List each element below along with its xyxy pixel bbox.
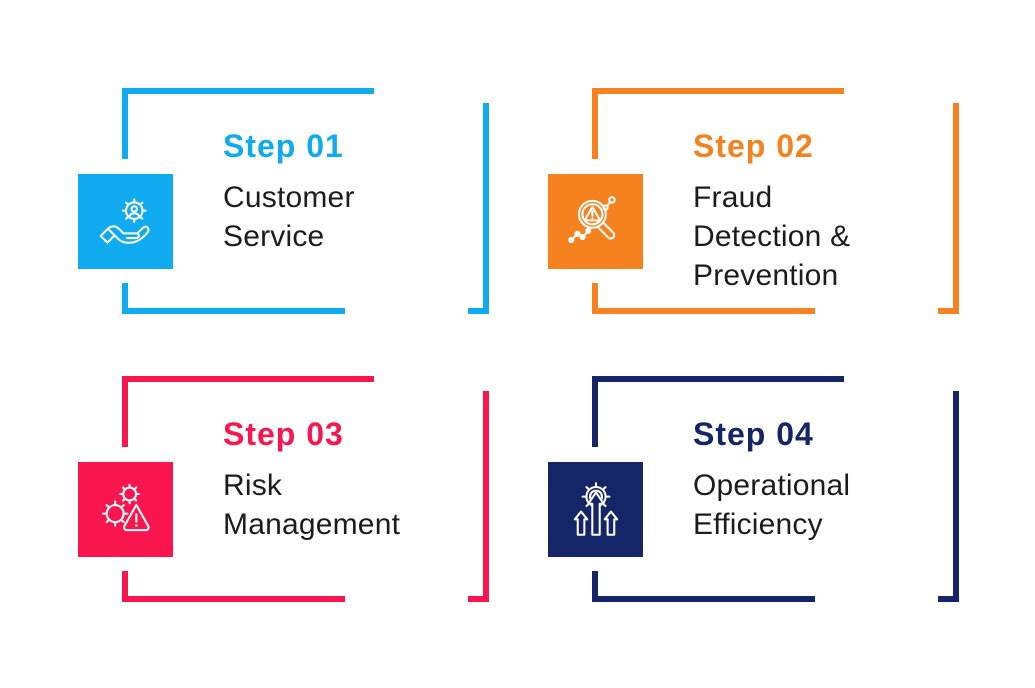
- step-icon-tile: [78, 174, 173, 269]
- step-title: Step 01: [223, 128, 344, 164]
- step-card-02: Step 02 Fraud Detection & Prevention: [540, 80, 960, 320]
- step-title: Step 02: [693, 128, 814, 164]
- step-label-line: Customer: [223, 181, 355, 214]
- frame-left-lower-line: [592, 571, 598, 602]
- frame-right-line: [483, 103, 489, 314]
- frame-bottom-line: [122, 308, 345, 314]
- step-title: Step 04: [693, 416, 814, 452]
- frame-right-foot-line: [468, 596, 489, 602]
- frame-top-line: [592, 88, 844, 94]
- frame-top-line: [122, 376, 374, 382]
- frame-top-line: [122, 88, 374, 94]
- frame-left-lower-line: [122, 571, 128, 602]
- step-label-line: Efficiency: [693, 508, 823, 541]
- frame-left-lower-line: [592, 283, 598, 314]
- frame-right-foot-line: [938, 596, 959, 602]
- step-card-03: Step 03 Risk Management: [70, 368, 490, 608]
- step-text-block: Step 04 Operational Efficiency: [693, 414, 948, 544]
- step-label-line: Service: [223, 220, 325, 253]
- step-card-01: Step 01 Customer Service: [70, 80, 490, 320]
- step-label-line: Operational: [693, 469, 851, 502]
- operational-efficiency-gear-arrows-icon: [573, 481, 618, 536]
- frame-bottom-line: [592, 596, 815, 602]
- step-text-block: Step 02 Fraud Detection & Prevention: [693, 126, 948, 295]
- frame-bottom-line: [122, 596, 345, 602]
- step-label-line: Fraud: [693, 181, 773, 214]
- frame-left-upper-line: [592, 376, 598, 447]
- step-icon-tile: [548, 174, 643, 269]
- fraud-detection-magnifier-warning-icon: [567, 195, 616, 243]
- frame-left-upper-line: [592, 88, 598, 159]
- frame-bottom-line: [592, 308, 815, 314]
- step-text-block: Step 01 Customer Service: [223, 126, 478, 256]
- step-label-line: Risk: [223, 469, 283, 502]
- step-label-line: Management: [223, 508, 401, 541]
- step-icon-tile: [78, 462, 173, 557]
- frame-top-line: [592, 376, 844, 382]
- frame-right-foot-line: [938, 308, 959, 314]
- step-label-line: Prevention: [693, 259, 839, 292]
- step-icon-tile: [548, 462, 643, 557]
- step-title: Step 03: [223, 416, 344, 452]
- step-card-04: Step 04 Operational Efficiency: [540, 368, 960, 608]
- frame-left-upper-line: [122, 88, 128, 159]
- frame-right-line: [953, 391, 959, 602]
- frame-left-upper-line: [122, 376, 128, 447]
- risk-management-gears-warning-icon: [101, 483, 150, 531]
- frame-right-foot-line: [468, 308, 489, 314]
- frame-right-line: [483, 391, 489, 602]
- customer-service-hand-gear-icon: [99, 197, 149, 244]
- frame-left-lower-line: [122, 283, 128, 314]
- step-label-line: Detection &: [693, 220, 851, 253]
- frame-right-line: [953, 103, 959, 314]
- step-text-block: Step 03 Risk Management: [223, 414, 478, 544]
